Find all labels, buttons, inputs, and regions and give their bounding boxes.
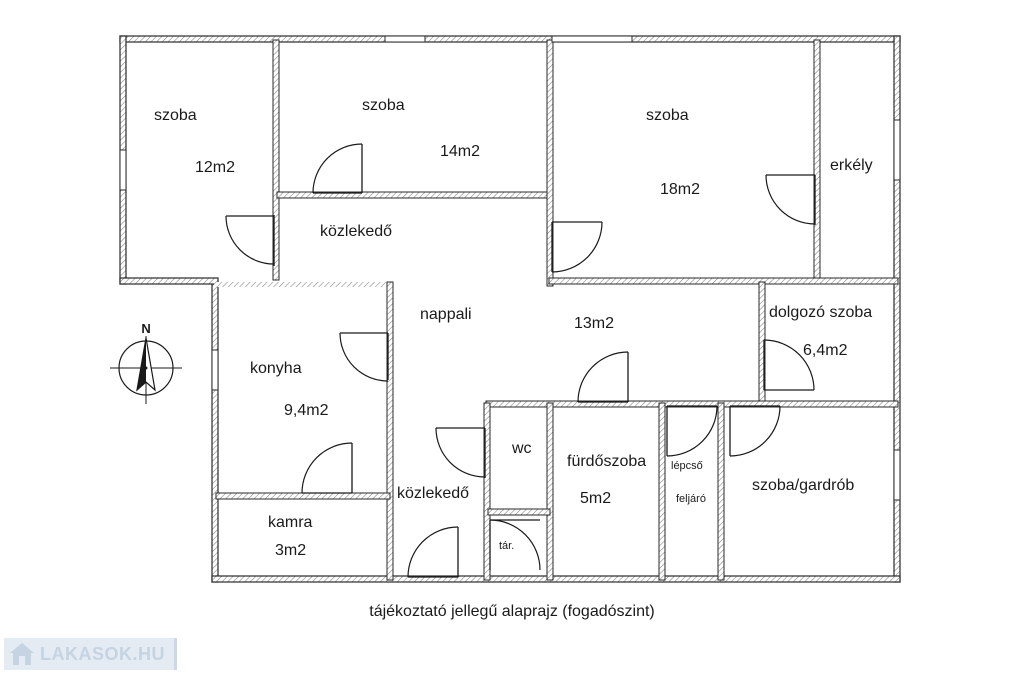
room-name: szoba: [362, 97, 405, 114]
room-area: 14m2: [440, 143, 480, 160]
room-name: lépcső: [671, 460, 703, 472]
room-area: 5m2: [580, 490, 611, 507]
door-szoba-2: [312, 143, 363, 194]
door-konyha-2: [301, 442, 353, 494]
walls: [119, 35, 901, 583]
windows: [119, 35, 901, 501]
door-szoba-3: [551, 221, 603, 273]
house-icon: [10, 643, 34, 665]
room-name: szoba/gardrób: [752, 477, 854, 494]
room-name: szoba: [154, 107, 197, 124]
room-area: 9,4m2: [284, 402, 329, 419]
room-name: szoba: [646, 107, 689, 124]
room-name: kamra: [268, 514, 313, 531]
room-area: 6,4m2: [803, 342, 848, 359]
room-area: 12m2: [195, 159, 235, 176]
compass-north-label: N: [141, 321, 150, 336]
door-erkely: [765, 174, 816, 225]
room-name: közlekedő: [397, 485, 469, 502]
door-szoba-1: [225, 215, 275, 266]
room-name: nappali: [420, 306, 472, 323]
room-labels: szoba 12m2 szoba 14m2 szoba 18m2 erkély …: [154, 97, 873, 559]
room-name: tár.: [499, 540, 514, 552]
room-name: feljáró: [676, 493, 706, 505]
door-gardrob: [729, 405, 781, 457]
door-lepcso: [666, 405, 718, 457]
compass-icon: N: [110, 321, 182, 404]
room-name: wc: [511, 440, 532, 457]
room-area: 13m2: [574, 315, 614, 332]
door-nappali: [577, 351, 629, 403]
room-name: erkély: [830, 157, 873, 174]
room-name: konyha: [250, 360, 302, 377]
room-area: 18m2: [660, 181, 700, 198]
doors: [225, 143, 816, 578]
room-name: fürdőszoba: [567, 453, 646, 470]
plan-caption: tájékoztató jellegű alaprajz (fogadószin…: [369, 603, 655, 620]
door-entrance: [407, 526, 459, 578]
door-tar: [489, 519, 541, 571]
door-wc: [435, 427, 486, 478]
room-name: dolgozó szoba: [769, 304, 872, 321]
door-dolgozo: [763, 339, 815, 391]
logo-text: LAKASOK.HU: [40, 643, 165, 664]
room-name: közlekedő: [320, 223, 392, 240]
room-area: 3m2: [275, 542, 306, 559]
lakasok-logo: LAKASOK.HU: [4, 638, 177, 670]
door-konyha-1: [339, 332, 389, 382]
